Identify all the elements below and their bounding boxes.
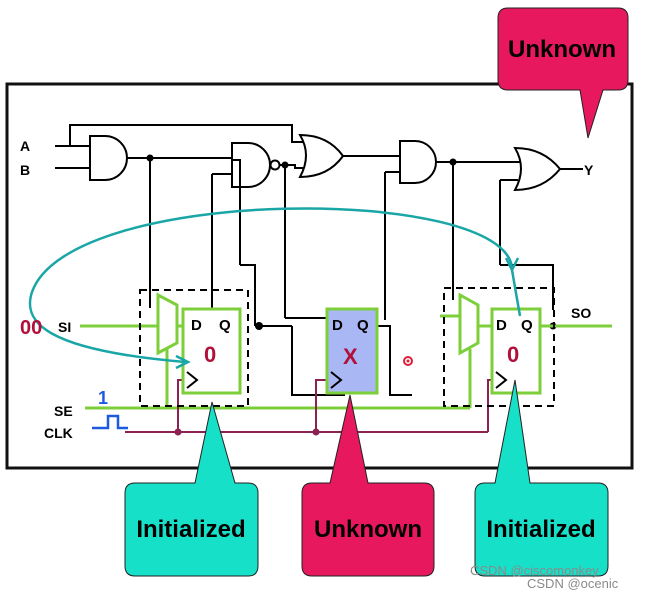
flop-right-q-label: Q <box>521 317 533 334</box>
flip-flop-middle <box>325 307 379 395</box>
mux-left <box>156 292 179 356</box>
and-gate-1 <box>89 135 128 181</box>
flop-left-q-label: Q <box>219 317 231 334</box>
callout-left-initialized <box>124 401 259 577</box>
combinational-logic <box>55 124 583 396</box>
junction-dot <box>255 322 263 330</box>
clock-pulse-icon <box>92 414 128 430</box>
scan-wiring <box>80 314 612 410</box>
flop-right-d-label: D <box>496 317 507 334</box>
scan-path-curve <box>28 207 514 364</box>
callout-right-initialized <box>474 379 609 577</box>
input-b-label: B <box>20 162 30 178</box>
output-so-label: SO <box>571 305 591 321</box>
callout-left-text: Initialized <box>136 516 245 543</box>
scan-cell-left <box>139 289 249 407</box>
or-gate-1 <box>298 133 345 179</box>
flop-left-d-label: D <box>191 317 202 334</box>
output-y-label: Y <box>584 162 594 178</box>
callout-right-text: Initialized <box>486 516 595 543</box>
circuit-frame <box>5 82 634 470</box>
or-gate-2 <box>513 146 562 192</box>
flop-left-state: 0 <box>204 342 216 367</box>
callout-top-text: Unknown <box>508 36 616 63</box>
and-gate-2 <box>399 140 437 184</box>
input-se-label: SE <box>54 403 73 419</box>
flip-flop-right <box>490 307 542 395</box>
watermark-line-2: CSDN @ocenic <box>527 576 619 591</box>
watermark-line-1: CSDN @ciscomonkey <box>470 563 599 578</box>
input-si-label: SI <box>58 319 71 335</box>
flop-right-state: 0 <box>507 342 519 367</box>
scan-cell-right <box>443 287 555 407</box>
se-value: 1 <box>98 388 108 408</box>
nand-gate <box>231 142 271 188</box>
flop-middle-q-label: Q <box>357 317 369 334</box>
flop-middle-d-label: D <box>332 317 343 334</box>
mux-right <box>458 292 480 356</box>
si-value: 00 <box>20 317 42 339</box>
input-a-label: A <box>20 138 30 154</box>
callout-middle-unknown <box>301 394 435 577</box>
flop-middle-state: X <box>343 344 358 369</box>
callout-top-unknown <box>497 7 629 139</box>
input-clk-label: CLK <box>44 425 73 441</box>
callout-middle-text: Unknown <box>314 516 422 543</box>
flip-flop-left <box>181 307 242 395</box>
cursor-dot-icon <box>403 356 413 366</box>
